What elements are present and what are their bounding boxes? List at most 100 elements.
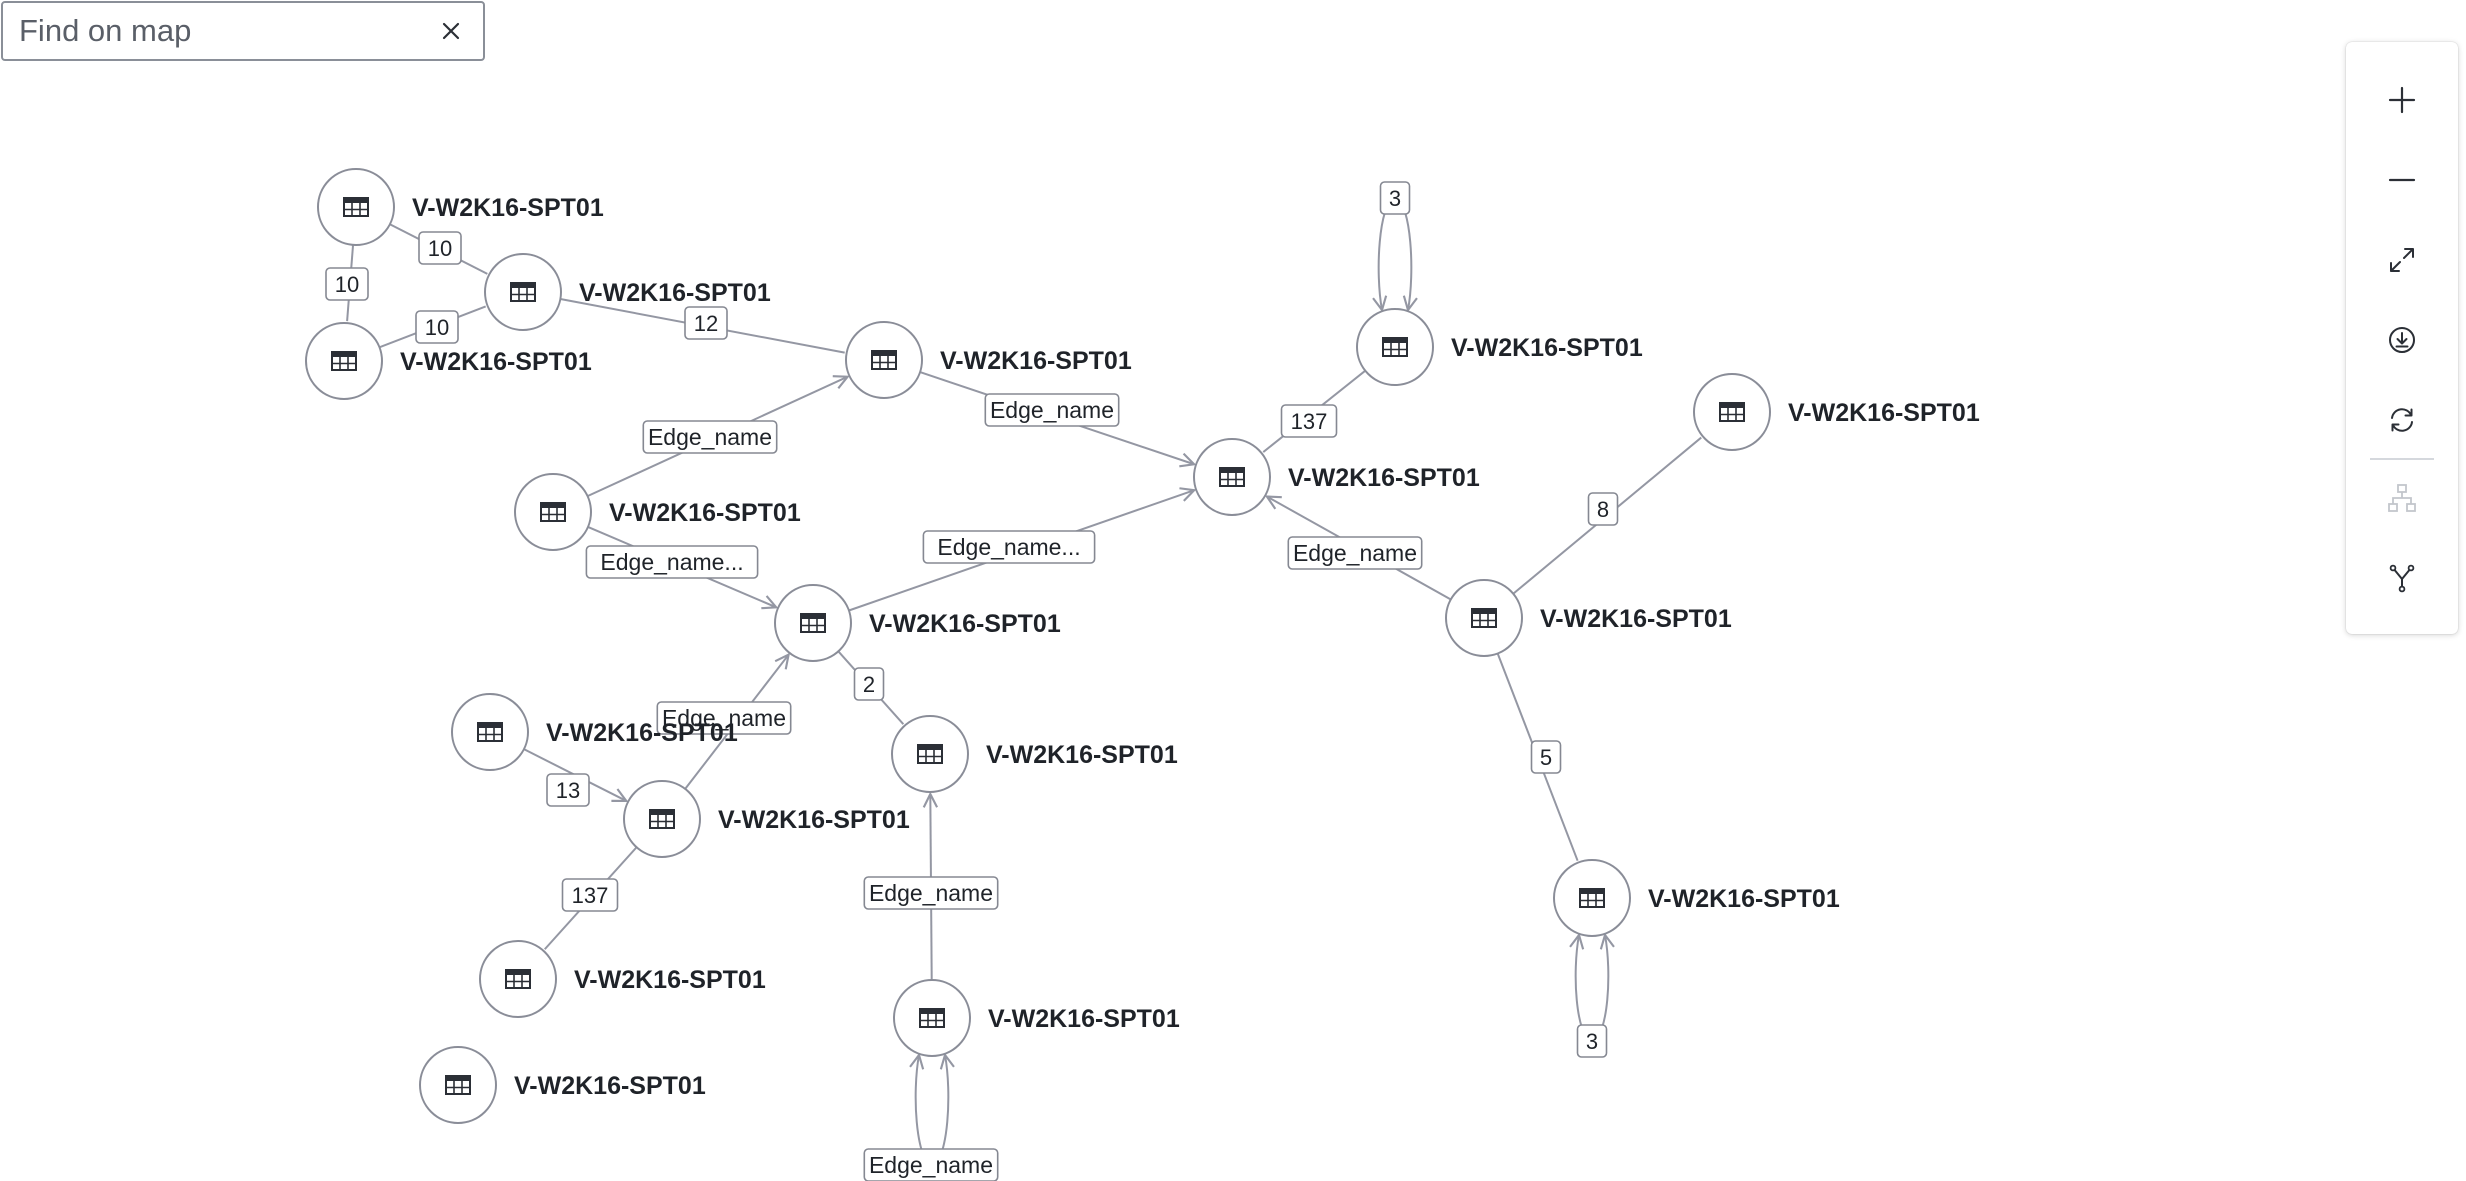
toolbar-divider <box>2370 458 2434 460</box>
self-loop-edge[interactable] <box>1379 197 1395 310</box>
graph-node[interactable]: V-W2K16-SPT01 <box>1553 859 1840 937</box>
node-circle <box>1193 438 1271 516</box>
node-circle <box>623 780 701 858</box>
graph-node[interactable]: V-W2K16-SPT01 <box>893 979 1180 1057</box>
node-circle <box>774 584 852 662</box>
node-label: V-W2K16-SPT01 <box>579 279 771 307</box>
edge-label-box <box>922 530 1096 564</box>
table-icon <box>510 282 536 302</box>
edge-label[interactable]: Edge_name <box>642 420 778 454</box>
edge-label[interactable]: 3 <box>1379 181 1411 215</box>
edge-label-text: 10 <box>425 315 449 340</box>
node-label: V-W2K16-SPT01 <box>1288 464 1480 492</box>
force-layout-button[interactable] <box>2374 550 2430 606</box>
edge-label[interactable]: 137 <box>561 878 619 912</box>
node-circle <box>893 979 971 1057</box>
node-circle <box>317 168 395 246</box>
graph-node[interactable]: V-W2K16-SPT01 <box>623 780 910 858</box>
edge-label[interactable]: 3 <box>1576 1024 1608 1058</box>
map-toolbar <box>2346 42 2458 634</box>
edge-label[interactable]: 13 <box>546 773 590 807</box>
download-icon <box>2389 327 2415 353</box>
table-icon <box>1382 337 1408 357</box>
edge-label-box <box>853 667 885 701</box>
graph-node[interactable]: V-W2K16-SPT01 <box>1356 308 1643 386</box>
edge-label-box <box>1287 536 1423 570</box>
self-loop-edge[interactable] <box>1395 197 1411 310</box>
graph-node[interactable]: V-W2K16-SPT01 <box>891 715 1178 793</box>
download-button[interactable] <box>2374 312 2430 368</box>
edge-label[interactable]: Edge_name <box>656 701 792 735</box>
edge-label-box <box>984 393 1120 427</box>
graph-node[interactable]: V-W2K16-SPT01 <box>479 940 766 1018</box>
zoom-in-button[interactable] <box>2374 72 2430 128</box>
refresh-button[interactable] <box>2374 392 2430 448</box>
clear-search-button[interactable] <box>433 13 469 49</box>
node-circle <box>419 1046 497 1124</box>
edge-label-box <box>863 876 999 910</box>
edge-label[interactable]: 137 <box>1280 404 1338 438</box>
graph-node[interactable]: V-W2K16-SPT01 <box>1693 373 1980 451</box>
graph-node[interactable]: V-W2K16-SPT01 <box>484 253 771 331</box>
graph-node[interactable]: V-W2K16-SPT01 <box>317 168 604 246</box>
node-label: V-W2K16-SPT01 <box>574 966 766 994</box>
node-label: V-W2K16-SPT01 <box>1540 605 1732 633</box>
graph-node[interactable]: V-W2K16-SPT01 <box>305 322 592 400</box>
find-on-map-input[interactable] <box>19 13 433 49</box>
edge-label[interactable]: Edge_name <box>863 1148 999 1181</box>
expand-icon <box>2390 248 2414 272</box>
edge-label[interactable]: 5 <box>1530 740 1562 774</box>
edge-label[interactable]: Edge_name <box>863 876 999 910</box>
node-label: V-W2K16-SPT01 <box>986 741 1178 769</box>
table-icon <box>1471 608 1497 628</box>
node-label: V-W2K16-SPT01 <box>609 499 801 527</box>
node-label: V-W2K16-SPT01 <box>400 348 592 376</box>
edge-label[interactable]: Edge_name <box>984 393 1120 427</box>
plus-icon <box>2388 86 2416 114</box>
close-icon <box>442 22 460 40</box>
edge-label-text: Edge_name <box>1293 540 1417 566</box>
node-label: V-W2K16-SPT01 <box>940 347 1132 375</box>
graph-node[interactable]: V-W2K16-SPT01 <box>1193 438 1480 516</box>
node-circle <box>514 473 592 551</box>
edge-label-box <box>546 773 590 807</box>
node-circle <box>479 940 557 1018</box>
node-label: V-W2K16-SPT01 <box>514 1072 706 1100</box>
node-label: V-W2K16-SPT01 <box>546 719 738 747</box>
edge-label-box <box>585 545 759 579</box>
node-label: V-W2K16-SPT01 <box>718 806 910 834</box>
edge-label-box <box>1587 492 1619 526</box>
table-icon <box>331 351 357 371</box>
hierarchical-layout-button[interactable] <box>2374 470 2430 526</box>
graph-node[interactable]: V-W2K16-SPT01 <box>1445 579 1732 657</box>
edge-label[interactable]: 10 <box>325 267 369 301</box>
edge-label-box <box>656 701 792 735</box>
graph-node[interactable]: V-W2K16-SPT01 <box>845 321 1132 399</box>
edge-label[interactable]: Edge_name <box>1287 536 1423 570</box>
edge-label[interactable]: Edge_name... <box>922 530 1096 564</box>
edge-label-box <box>1576 1024 1608 1058</box>
edge-label[interactable]: 10 <box>418 231 462 265</box>
edge-label[interactable]: 12 <box>684 306 728 340</box>
zoom-out-button[interactable] <box>2374 152 2430 208</box>
edge-label-box <box>325 267 369 301</box>
table-icon <box>505 969 531 989</box>
table-icon <box>343 197 369 217</box>
node-circle <box>451 693 529 771</box>
table-icon <box>871 350 897 370</box>
graph-node[interactable]: V-W2K16-SPT01 <box>451 693 738 771</box>
edge-label[interactable]: 8 <box>1587 492 1619 526</box>
graph-node[interactable]: V-W2K16-SPT01 <box>514 473 801 551</box>
graph-node[interactable]: V-W2K16-SPT01 <box>419 1046 706 1124</box>
edge-label-text: 2 <box>863 672 875 697</box>
edge-label[interactable]: Edge_name... <box>585 545 759 579</box>
graph-node[interactable]: V-W2K16-SPT01 <box>774 584 1061 662</box>
edge-label-text: Edge_name <box>990 397 1114 423</box>
node-circle <box>1445 579 1523 657</box>
edge-label[interactable]: 10 <box>415 310 459 344</box>
node-label: V-W2K16-SPT01 <box>869 610 1061 638</box>
edge-label[interactable]: 2 <box>853 667 885 701</box>
node-circle <box>891 715 969 793</box>
fit-to-screen-button[interactable] <box>2374 232 2430 288</box>
